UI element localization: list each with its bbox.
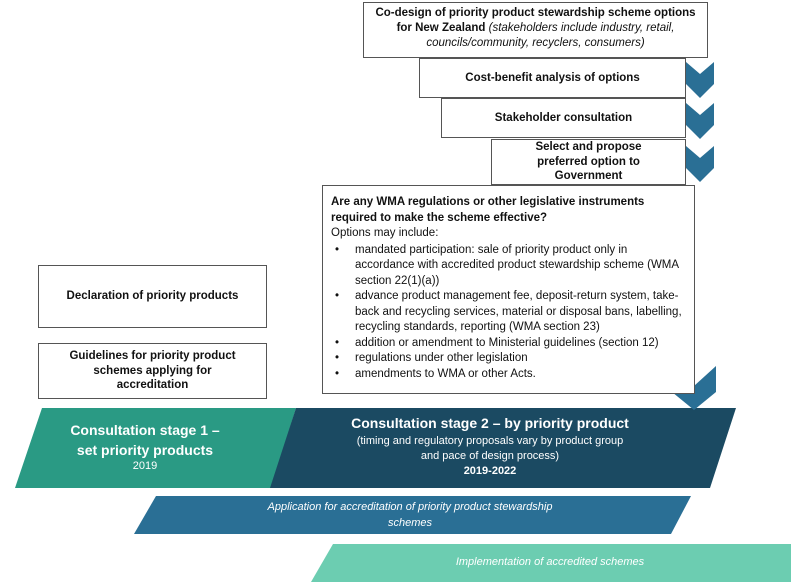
list-item: addition or amendment to Ministerial gui… (331, 336, 686, 352)
cost-benefit-box: Cost-benefit analysis of options (419, 58, 686, 98)
declaration-box: Declaration of priority products (38, 265, 267, 328)
stage2-text: Consultation stage 2 – by priority produ… (300, 414, 680, 480)
stage1-band (15, 408, 296, 488)
select-propose-label: Select and propose preferred option to G… (535, 140, 642, 183)
implementation-band (311, 544, 791, 582)
stage2-description: (timing and regulatory proposals vary by… (356, 434, 624, 462)
stage1-title: Consultation stage 1 – set priority prod… (70, 422, 220, 458)
stage2-band (270, 408, 736, 488)
guidelines-label: Guidelines for priority product schemes … (69, 349, 236, 392)
stakeholder-consultation-box: Stakeholder consultation (441, 98, 686, 138)
codesign-title: Co-design of priority product stewardshi… (375, 7, 696, 34)
wma-question: Are any WMA regulations or other legisla… (331, 196, 645, 224)
list-item: regulations under other legislation (331, 351, 686, 367)
cost-benefit-label: Cost-benefit analysis of options (465, 71, 640, 84)
list-item: advance product management fee, deposit-… (331, 289, 686, 336)
stage1-year: 2019 (132, 460, 158, 473)
stage2-years: 2019-2022 (463, 465, 517, 478)
application-band (134, 496, 691, 534)
codesign-box: Co-design of priority product stewardshi… (363, 2, 708, 58)
application-text: Application for accreditation of priorit… (267, 501, 553, 529)
select-propose-box: Select and propose preferred option to G… (491, 139, 686, 185)
chevron-down-icon (686, 146, 714, 182)
stage1-text: Consultation stage 1 – set priority prod… (40, 421, 250, 472)
chevron-down-icon (686, 103, 714, 139)
declaration-label: Declaration of priority products (66, 290, 239, 303)
guidelines-box: Guidelines for priority product schemes … (38, 343, 267, 399)
wma-options-box: Are any WMA regulations or other legisla… (322, 185, 695, 394)
list-item: amendments to WMA or other Acts. (331, 367, 686, 383)
stakeholder-consultation-label: Stakeholder consultation (494, 111, 633, 124)
wma-options-intro: Options may include: (331, 227, 439, 240)
wma-options-list: mandated participation: sale of priority… (331, 243, 686, 383)
list-item: mandated participation: sale of priority… (331, 243, 686, 290)
implementation-text: Implementation of accredited schemes (455, 556, 645, 568)
codesign-stakeholders: (stakeholders include industry, retail, … (426, 21, 675, 49)
chevron-down-icon (686, 62, 714, 98)
stage2-title: Consultation stage 2 – by priority produ… (351, 415, 629, 431)
